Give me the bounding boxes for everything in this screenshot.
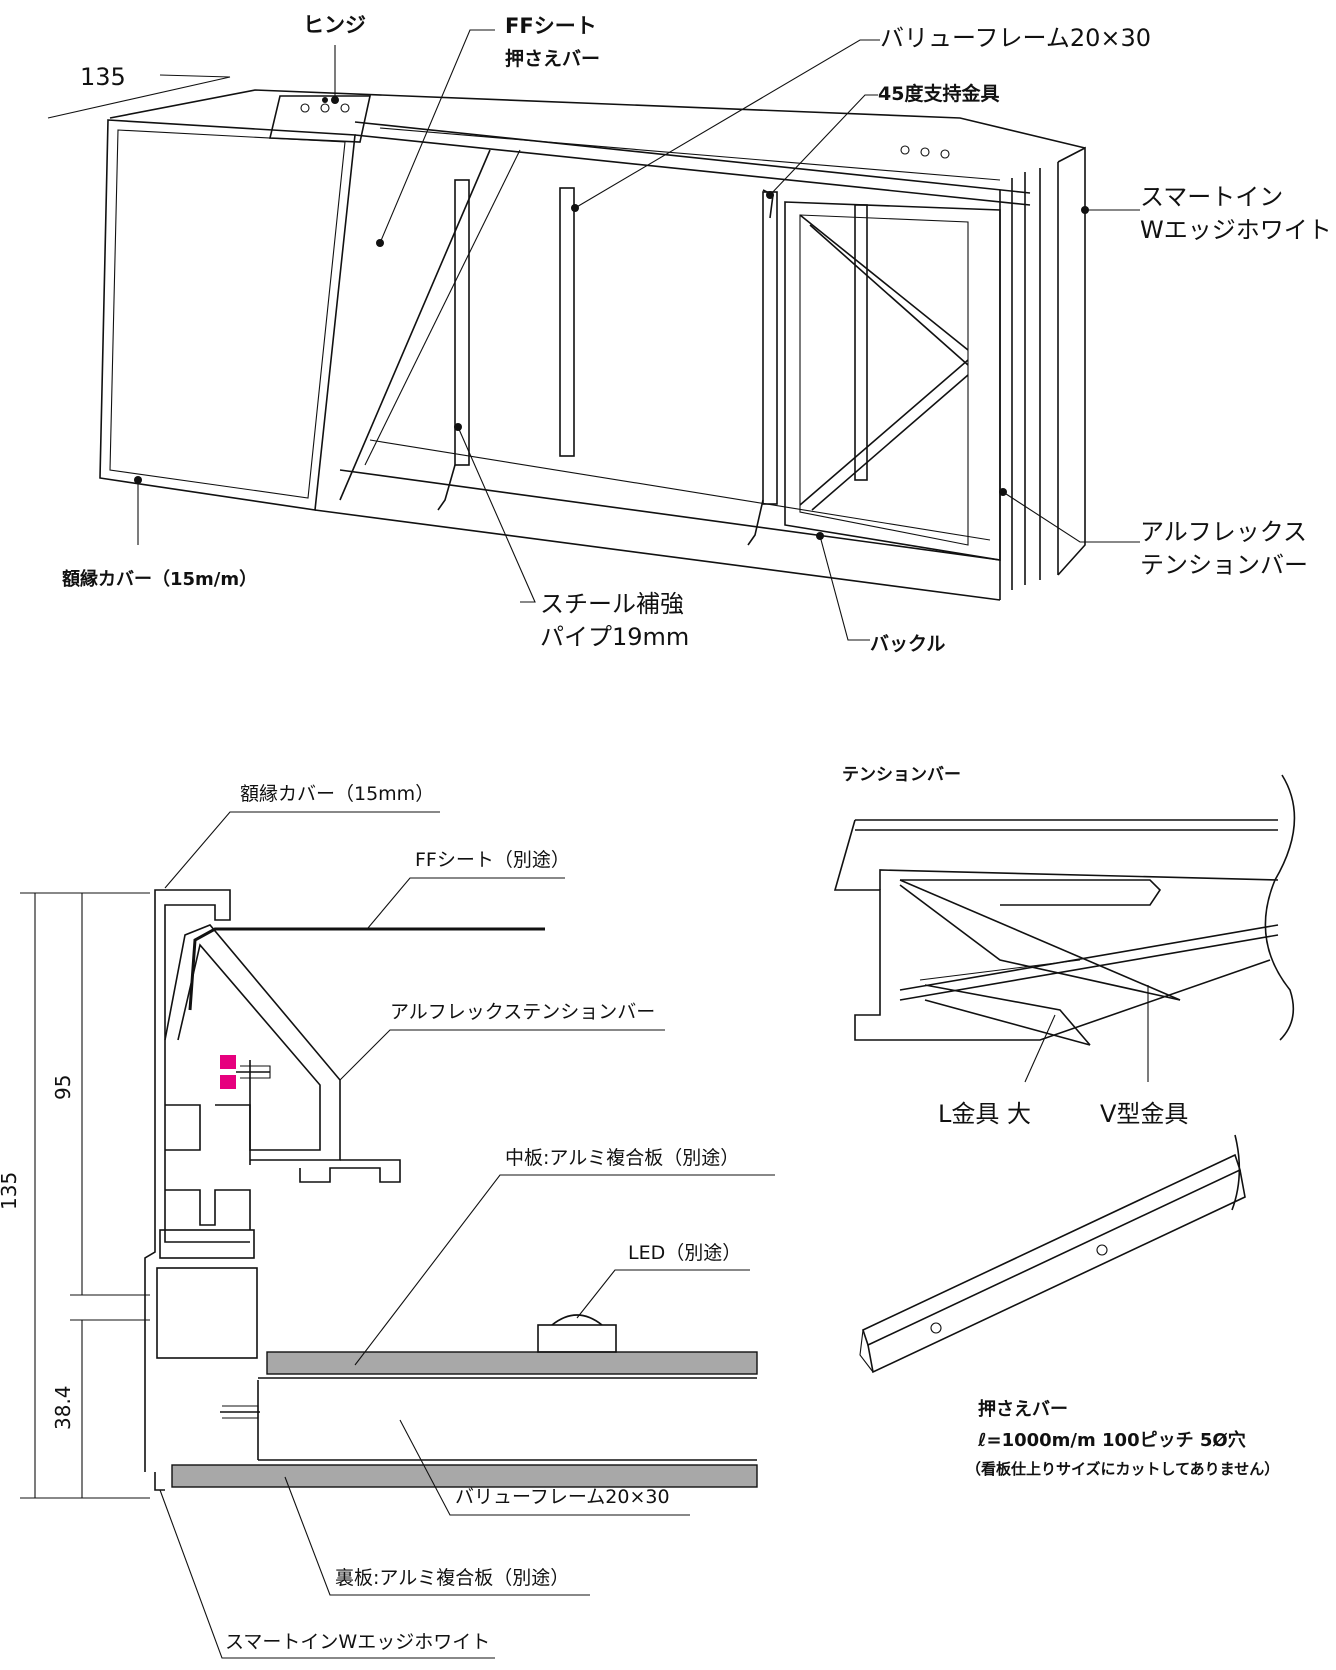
sec-tension-bar-label: アルフレックステンションバー	[390, 1001, 655, 1023]
section-profile	[20, 889, 758, 1499]
sec-smart-in-label: スマートインWエッジホワイト	[225, 1631, 490, 1653]
holding-bar-detail	[859, 1134, 1246, 1374]
middle-plate	[266, 1351, 758, 1375]
frame-cover-top-label: 額縁カバー（15m/m）	[61, 568, 257, 590]
ff-sheet-label: FFシート	[505, 14, 597, 38]
holding-bar-note: （看板仕上りサイズにカットしてありません）	[966, 1460, 1279, 1478]
sec-led-label: LED（別途）	[628, 1242, 741, 1264]
holding-bar-title: 押さえバー	[978, 1398, 1068, 1420]
l-bracket-label: L金具 大	[938, 1100, 1031, 1128]
gasket	[220, 1055, 236, 1069]
hinge-label: ヒンジ	[303, 13, 366, 37]
back-plate	[171, 1464, 758, 1488]
tension-bar-label-1: アルフレックス	[1140, 518, 1307, 546]
tension-bar-detail	[833, 774, 1296, 1083]
value-frame-label: バリューフレーム20×30	[880, 24, 1151, 52]
dim-135-label: 135	[0, 1172, 21, 1210]
holding-bar-label: 押さえバー	[505, 47, 600, 70]
section-leader-lines	[159, 811, 775, 1659]
sec-frame-cover-label: 額縁カバー（15mm）	[240, 783, 434, 805]
buckle-label: バックル	[870, 633, 945, 655]
dim-95-label: 95	[51, 1075, 75, 1100]
smart-in-label-1: スマートイン	[1140, 183, 1283, 211]
steel-pipe-label-1: スチール補強	[540, 590, 684, 618]
hinge-plate	[268, 95, 371, 143]
steel-pipe-label-2: パイプ19mm	[540, 623, 689, 651]
smart-in-label-2: Wエッジホワイト	[1140, 216, 1332, 244]
sec-value-frame-label: バリューフレーム20×30	[455, 1486, 670, 1508]
sec-back-plate-label: 裏板:アルミ複合板（別途）	[335, 1567, 569, 1589]
bracket-45-label: 45度支持金具	[878, 82, 999, 105]
dim-38-4-label: 38.4	[51, 1385, 75, 1430]
isometric-box-drawing	[99, 89, 1086, 601]
tension-detail-title: テンションバー	[842, 765, 961, 785]
depth-dim-label: 135	[80, 63, 126, 91]
holding-bar-spec: ℓ=1000m/m 100ピッチ 5Ø穴	[977, 1429, 1246, 1451]
gasket	[220, 1075, 236, 1089]
top-leader-lines	[47, 29, 1140, 641]
tension-bar-label-2: テンションバー	[1140, 551, 1308, 579]
v-bracket-label: V型金具	[1100, 1100, 1188, 1128]
sec-ff-sheet-label: FFシート（別途）	[415, 849, 570, 871]
led	[537, 1324, 617, 1353]
sec-middle-plate-label: 中板:アルミ複合板（別途）	[505, 1147, 739, 1169]
